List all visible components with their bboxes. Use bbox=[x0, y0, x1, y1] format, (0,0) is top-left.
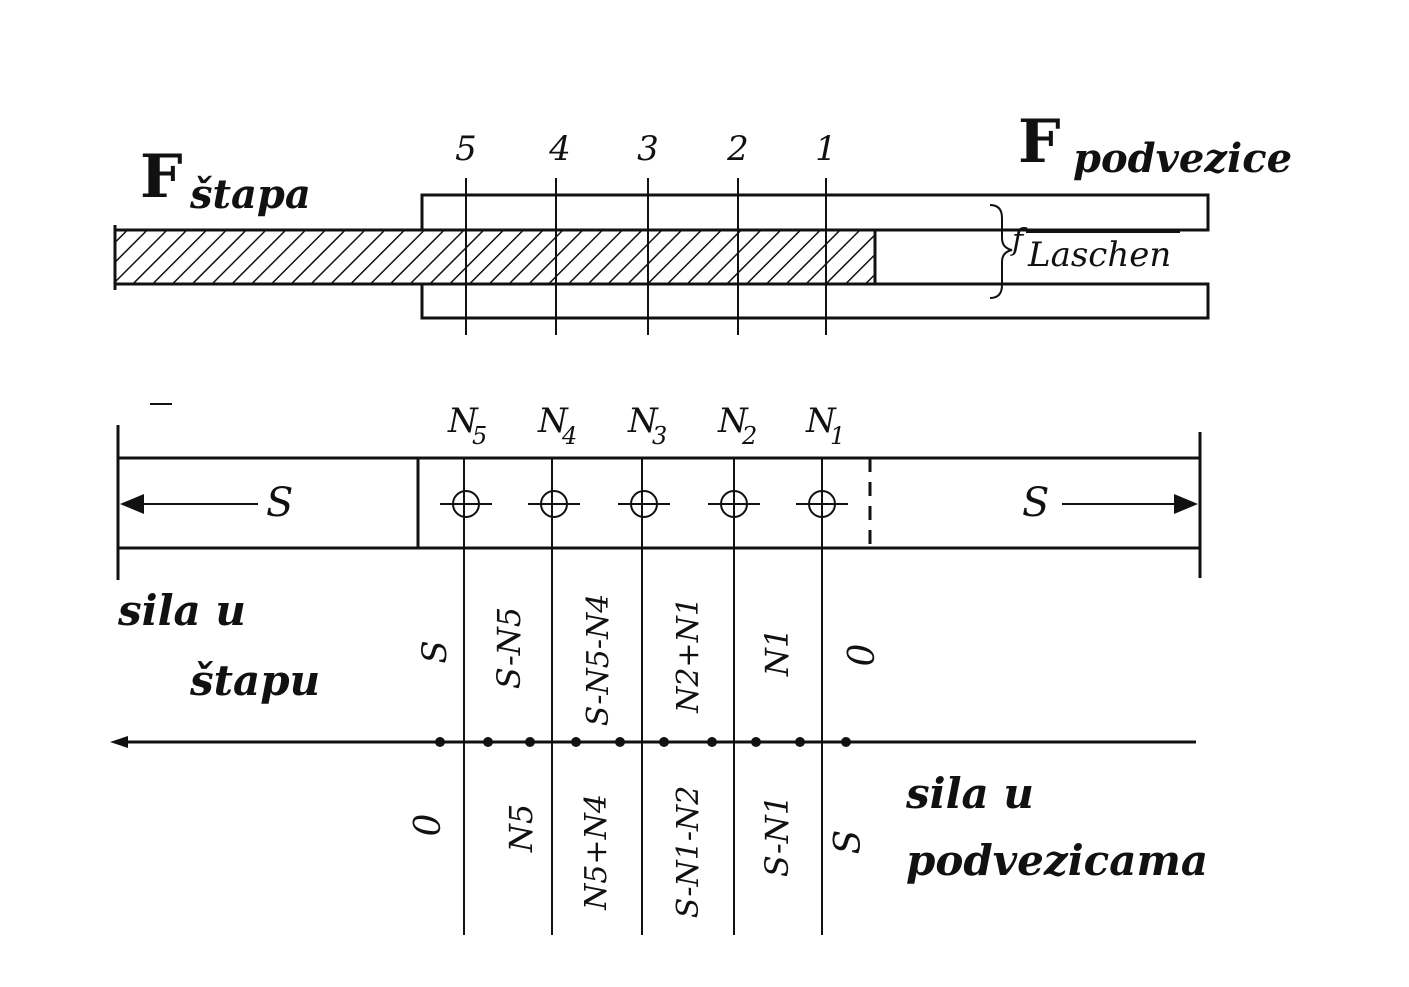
rivet-symbol-3 bbox=[618, 490, 670, 518]
label-sila-stapu-line2: štapu bbox=[189, 656, 320, 705]
n-label-2: N 2 bbox=[717, 401, 757, 450]
label-sila-podvezice-line2: podvezicama bbox=[906, 836, 1208, 885]
member-bar bbox=[113, 228, 877, 286]
n-label-4: N 4 bbox=[537, 401, 577, 450]
f-laschen-letter: f bbox=[1010, 223, 1028, 258]
n-label-5: N 5 bbox=[447, 401, 487, 450]
upper-splice-plate bbox=[420, 193, 1210, 232]
f-stapa-subscript: štapa bbox=[189, 171, 311, 218]
upper-value-0: S bbox=[415, 640, 455, 663]
svg-text:N: N bbox=[717, 401, 749, 441]
rivet-number-4: 4 bbox=[548, 129, 571, 169]
svg-text:1: 1 bbox=[830, 422, 845, 450]
lower-value-1: N5 bbox=[502, 804, 540, 853]
lower-splice-plate bbox=[420, 282, 1210, 320]
upper-value-3: N2+N1 bbox=[671, 597, 706, 714]
force-distribution: sila u štapu sila u podvezicama S S-N5 S… bbox=[110, 458, 1208, 935]
rivet-symbol-4 bbox=[528, 490, 580, 518]
rivet-number-1: 1 bbox=[815, 129, 837, 169]
lower-value-0: 0 bbox=[408, 814, 449, 837]
svg-text:3: 3 bbox=[652, 422, 667, 450]
n-label-3: N 3 bbox=[627, 401, 667, 450]
svg-text:4: 4 bbox=[561, 422, 577, 450]
lower-value-4: S-N1 bbox=[758, 795, 796, 877]
svg-text:N: N bbox=[447, 401, 479, 441]
lower-value-5: S bbox=[828, 830, 869, 855]
rivet-number-3: 3 bbox=[637, 129, 659, 169]
rivet-number-5: 5 bbox=[455, 129, 477, 169]
upper-value-5: 0 bbox=[842, 644, 883, 667]
svg-text:N: N bbox=[537, 401, 569, 441]
force-left-label: S bbox=[266, 480, 293, 526]
svg-text:5: 5 bbox=[472, 422, 487, 450]
rivet-number-2: 2 bbox=[726, 129, 749, 169]
brace-icon bbox=[989, 204, 1013, 299]
label-sila-podvezice-line1: sila u bbox=[905, 769, 1034, 818]
rivet-symbol-5 bbox=[440, 490, 492, 518]
lower-value-2: N5+N4 bbox=[579, 794, 614, 911]
upper-value-4: N1 bbox=[758, 628, 796, 677]
upper-value-2: S-N5-N4 bbox=[581, 594, 616, 727]
f-stapa-letter: F bbox=[140, 142, 183, 212]
lower-value-3: S-N1-N2 bbox=[671, 786, 706, 919]
f-podvezice-subscript: podvezice bbox=[1073, 135, 1292, 182]
n-label-1: N 1 bbox=[805, 401, 845, 450]
svg-text:N: N bbox=[805, 401, 837, 441]
plan-view: N 5 N 4 N 3 N 2 N 1 S S bbox=[116, 401, 1202, 580]
force-right-label: S bbox=[1022, 480, 1049, 526]
f-podvezice-letter: F bbox=[1018, 107, 1061, 177]
svg-text:N: N bbox=[627, 401, 659, 441]
svg-text:2: 2 bbox=[741, 422, 757, 450]
f-laschen-subscript: Laschen bbox=[1027, 235, 1171, 275]
section-view: F štapa F podvezice 5 4 3 2 1 f Laschen bbox=[113, 107, 1292, 335]
label-sila-stapu-line1: sila u bbox=[117, 586, 246, 635]
upper-value-1: S-N5 bbox=[490, 607, 528, 689]
